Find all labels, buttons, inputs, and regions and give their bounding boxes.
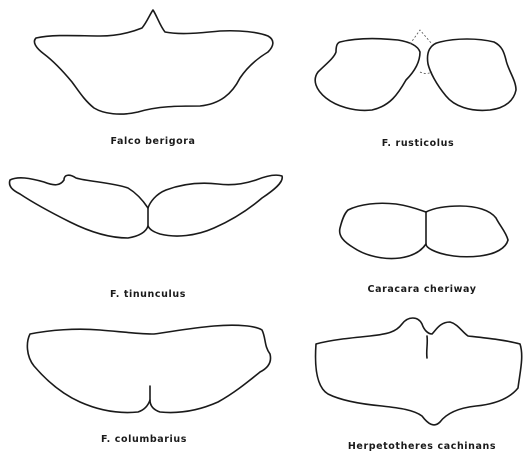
- caption-f-rusticolus: F. rusticolus: [382, 138, 455, 149]
- outline-herpetotheres-cachinans: [316, 318, 522, 425]
- outline-f-rusticolus-right: [428, 39, 517, 110]
- caption-caracara-cheriway: Caracara cheriway: [368, 284, 477, 295]
- outline-herpetotheres-cachinans-suture: [427, 336, 428, 358]
- outline-f-columbarius: [27, 325, 270, 412]
- caption-f-tinunculus: F. tinunculus: [110, 289, 186, 300]
- outline-falco-berigora: [34, 10, 272, 114]
- outline-f-tinunculus: [9, 175, 282, 238]
- caption-falco-berigora: Falco berigora: [110, 136, 195, 147]
- outline-caracara-cheriway: [340, 203, 508, 258]
- caption-herpetotheres-cachinans: Herpetotheres cachinans: [348, 441, 496, 452]
- outline-f-rusticolus-left: [315, 39, 420, 111]
- caption-f-columbarius: F. columbarius: [101, 434, 187, 445]
